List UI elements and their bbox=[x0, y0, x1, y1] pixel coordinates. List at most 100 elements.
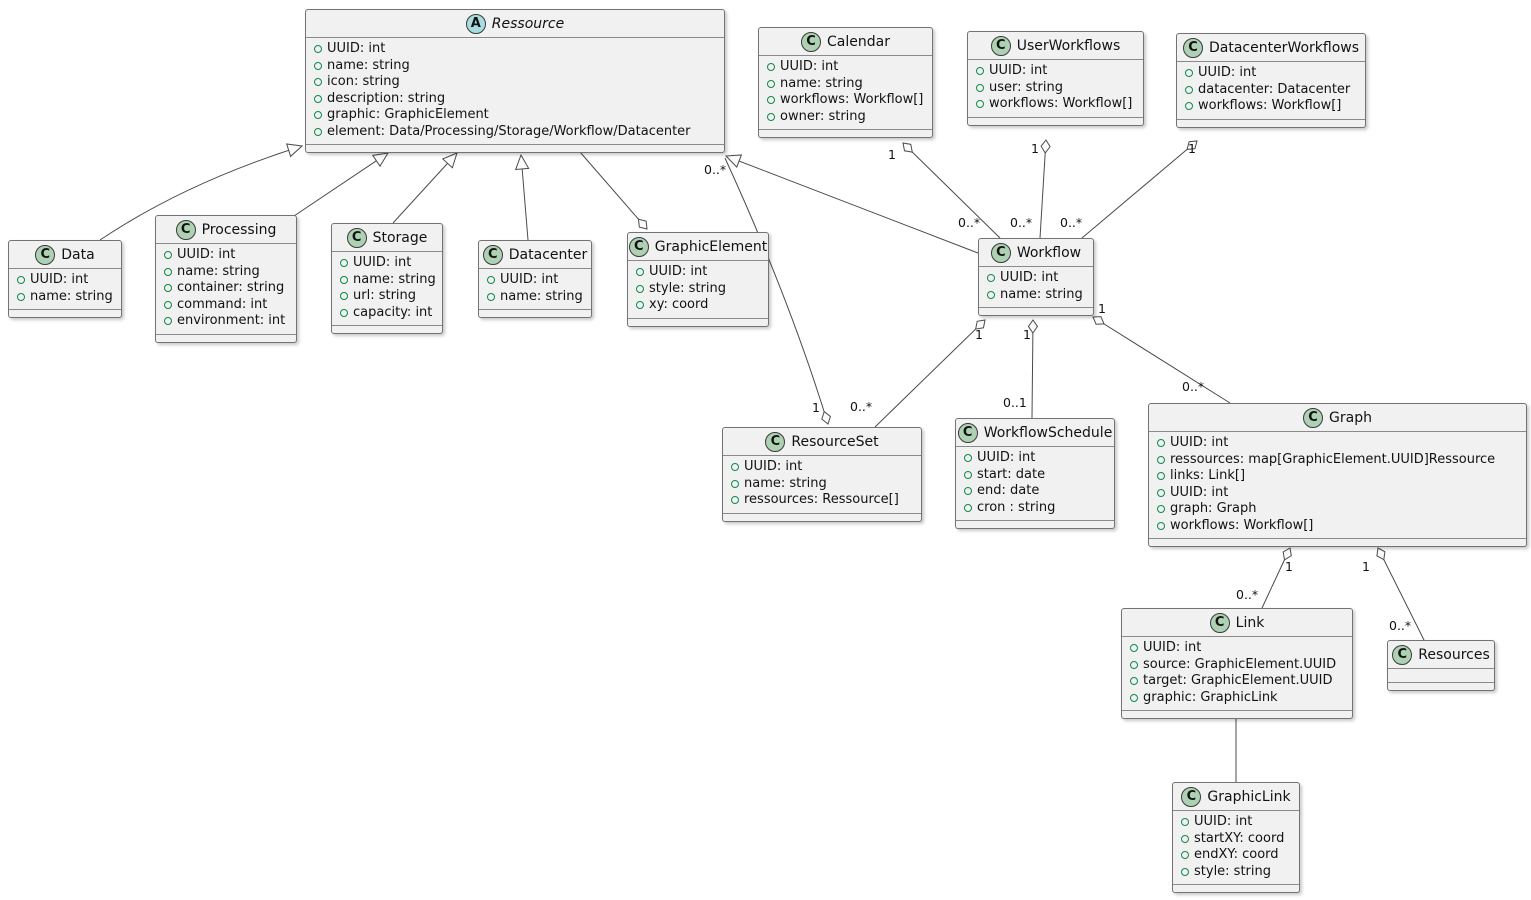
class-name: Storage bbox=[372, 229, 428, 246]
field-visibility-icon bbox=[1185, 85, 1193, 94]
class-attribute: UUID: int bbox=[340, 255, 434, 272]
class-attribute: xy: coord bbox=[636, 297, 760, 314]
multiplicity-label: 0..1 bbox=[1003, 395, 1027, 410]
field-visibility-icon bbox=[340, 259, 348, 268]
class-stereotype-icon: C bbox=[346, 227, 367, 248]
class-stereotype-icon: C bbox=[957, 422, 978, 443]
class-attribute: UUID: int bbox=[1157, 485, 1518, 502]
field-visibility-icon bbox=[976, 100, 984, 109]
multiplicity-label: 0..* bbox=[958, 215, 980, 230]
class-attribute: UUID: int bbox=[314, 41, 716, 58]
class-attribute: capacity: int bbox=[340, 305, 434, 322]
class-attribute: UUID: int bbox=[964, 450, 1106, 467]
field-visibility-icon bbox=[1185, 69, 1193, 78]
class-name: Processing bbox=[201, 221, 277, 238]
class-attribute: name: string bbox=[487, 289, 583, 306]
multiplicity-label: 0..* bbox=[1010, 215, 1032, 230]
attribute-text: UUID: int bbox=[977, 450, 1036, 465]
field-visibility-icon bbox=[1130, 693, 1138, 702]
class-attribute: graph: Graph bbox=[1157, 501, 1518, 518]
class-attribute: name: string bbox=[17, 289, 113, 306]
class-name: Data bbox=[61, 246, 95, 263]
edge-line bbox=[874, 319, 986, 428]
class-methods-compartment bbox=[759, 129, 932, 137]
attribute-text: name: string bbox=[1000, 286, 1083, 302]
attribute-text: UUID: int bbox=[1170, 484, 1229, 500]
attribute-text: UUID: int bbox=[500, 272, 559, 287]
attribute-text: startXY: coord bbox=[1194, 830, 1285, 846]
attribute-text: container: string bbox=[177, 280, 285, 295]
attribute-text: element: Data/Processing/Storage/Workflo… bbox=[327, 123, 691, 139]
edge-g-data bbox=[99, 143, 304, 241]
edge-a-ressource-graphicelement bbox=[579, 151, 648, 230]
edge-a-resourceset-ressource: 0..*1 bbox=[704, 157, 831, 425]
field-visibility-icon bbox=[987, 290, 995, 299]
attribute-text: name: string bbox=[500, 288, 583, 304]
edge-g-workflow bbox=[724, 154, 979, 254]
field-visibility-icon bbox=[1185, 102, 1193, 111]
class-attribute: UUID: int bbox=[976, 63, 1135, 80]
class-attribute: environment: int bbox=[164, 313, 288, 330]
class-methods-compartment bbox=[1173, 884, 1299, 892]
edge-line bbox=[99, 145, 303, 241]
field-visibility-icon bbox=[976, 67, 984, 76]
class-stereotype-icon: C bbox=[1303, 407, 1324, 428]
multiplicity-label: 1 bbox=[888, 147, 896, 162]
class-attribute: container: string bbox=[164, 280, 288, 297]
class-attribute: UUID: int bbox=[636, 264, 760, 281]
class-stereotype-icon: C bbox=[801, 31, 822, 52]
edge-a-workflow-resourceset: 0..*1 bbox=[850, 319, 986, 428]
attribute-text: end: date bbox=[977, 483, 1040, 498]
attribute-text: cron : string bbox=[977, 499, 1056, 515]
class-attribute: description: string bbox=[314, 91, 716, 108]
aggregation-diamond-icon bbox=[975, 319, 986, 330]
attribute-text: endXY: coord bbox=[1194, 847, 1279, 862]
attribute-text: user: string bbox=[989, 79, 1063, 95]
edge-line bbox=[1039, 139, 1047, 239]
attribute-text: UUID: int bbox=[1143, 640, 1202, 655]
multiplicity-label: 1 bbox=[1098, 301, 1106, 316]
edge-line bbox=[1092, 316, 1231, 404]
class-attribute: user: string bbox=[976, 80, 1135, 97]
attribute-text: UUID: int bbox=[327, 41, 386, 56]
field-visibility-icon bbox=[1181, 818, 1189, 827]
class-attribute: element: Data/Processing/Storage/Workflo… bbox=[314, 124, 716, 141]
edge-a-workflow-graph: 0..*1 bbox=[1092, 301, 1231, 404]
class-name: GraphicLink bbox=[1207, 788, 1291, 805]
attribute-text: name: string bbox=[177, 263, 260, 279]
aggregation-diamond-icon bbox=[1092, 316, 1105, 325]
class-attribute: UUID: int bbox=[731, 459, 913, 476]
class-attribute: UUID: int bbox=[1185, 65, 1357, 82]
attribute-text: graphic: GraphicLink bbox=[1143, 689, 1278, 705]
class-attribute: url: string bbox=[340, 288, 434, 305]
field-visibility-icon bbox=[487, 292, 495, 301]
field-visibility-icon bbox=[1181, 867, 1189, 876]
field-visibility-icon bbox=[164, 300, 172, 309]
class-stereotype-icon: C bbox=[482, 244, 503, 265]
class-attribute: name: string bbox=[767, 76, 924, 93]
multiplicity-label: 0..* bbox=[850, 399, 872, 414]
multiplicity-label: 1 bbox=[1031, 141, 1039, 156]
field-visibility-icon bbox=[487, 276, 495, 285]
class-attribute: style: string bbox=[1181, 864, 1291, 881]
class-attribute: name: string bbox=[987, 287, 1085, 304]
field-visibility-icon bbox=[767, 79, 775, 88]
class-name: DatacenterWorkflows bbox=[1208, 39, 1360, 56]
